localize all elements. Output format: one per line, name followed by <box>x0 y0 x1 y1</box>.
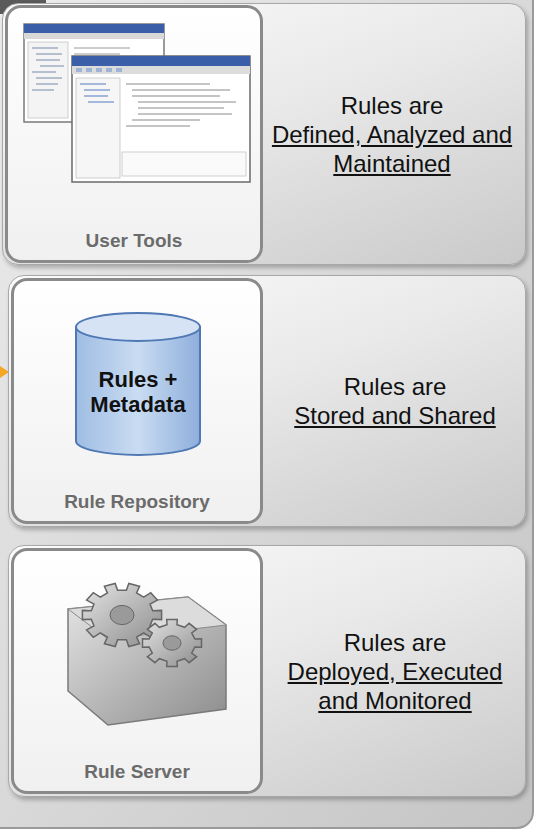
repository-cylinder: Rules + Metadata <box>72 309 204 459</box>
description-lead: Rules are <box>344 628 447 657</box>
window-front <box>72 56 250 182</box>
description-column: Rules areStored and Shared <box>271 276 519 526</box>
component-box: Rule Server <box>11 548 263 794</box>
gear <box>143 619 202 666</box>
gear-hub <box>163 636 181 650</box>
gear-group <box>82 584 201 667</box>
component-label: Rule Repository <box>18 491 256 513</box>
stage-panel: Rules areDeployed, Executed and Monitore… <box>8 545 526 797</box>
description-lead: Rules are <box>344 372 447 401</box>
component-box: Rule Repository Rules + Metadata <box>11 278 263 524</box>
tools-screenshot <box>10 12 262 212</box>
description-verbs: Stored and Shared <box>294 401 495 430</box>
description-lead: Rules are <box>341 91 444 120</box>
description-verbs: Defined, Analyzed and Maintained <box>265 120 519 178</box>
description-verbs: Deployed, Executed and Monitored <box>271 657 519 715</box>
server-gears <box>12 539 264 739</box>
cylinder-label: Rules + Metadata <box>82 367 194 417</box>
component-box: User Tools <box>5 5 263 263</box>
stage-panel: Rules areDefined, Analyzed and Maintaine… <box>2 3 526 265</box>
gear-hub <box>110 605 134 624</box>
component-label: User Tools <box>12 230 256 252</box>
description-column: Rules areDefined, Analyzed and Maintaine… <box>265 4 519 264</box>
description-column: Rules areDeployed, Executed and Monitore… <box>271 546 519 796</box>
stage-panel: Rules areStored and SharedRule Repositor… <box>8 275 526 527</box>
component-label: Rule Server <box>18 761 256 783</box>
